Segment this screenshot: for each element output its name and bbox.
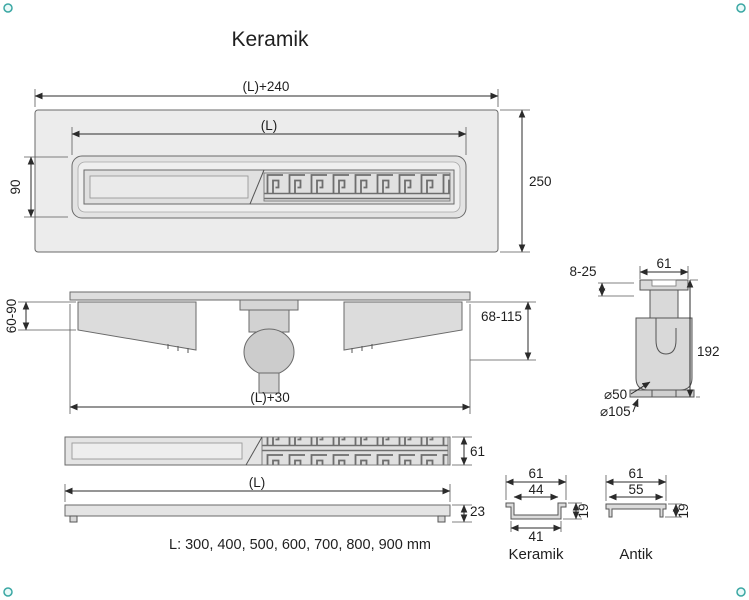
- dim-outlet-pipe: ⌀50: [604, 381, 651, 402]
- grate-meander-pattern: [263, 172, 451, 202]
- grate-plain-insert: [89, 175, 249, 199]
- corner-marker: [3, 587, 13, 597]
- outlet-pipe-lines: [651, 390, 677, 397]
- dim-label-overall-width: (L)+240: [243, 79, 290, 94]
- rail-foot-left: [69, 515, 78, 523]
- drain-collar: [239, 299, 299, 311]
- dim-label-outlet-top-width: 61: [656, 256, 671, 271]
- dim-label-tile-thickness: 8-25: [569, 264, 596, 279]
- dim-grate-height: 61: [452, 436, 485, 466]
- dim-label-rail-height: 23: [470, 504, 485, 519]
- left-wing-serration: [167, 344, 189, 353]
- rail-foot-right: [437, 515, 446, 523]
- dim-label-keramik-height: 19: [576, 503, 591, 518]
- corner-marker: [3, 3, 13, 13]
- dim-keramik-inner: 44: [513, 482, 559, 501]
- corner-markers: [3, 3, 746, 597]
- dim-antik-outer: 61: [605, 466, 667, 501]
- dim-top-overall: (L)+240: [34, 79, 499, 107]
- grate-front-split-line: [245, 436, 263, 466]
- top-view: (L)+240 (L) 90 250: [8, 79, 552, 253]
- dim-label-wing-depth: 60-90: [4, 299, 19, 334]
- antik-detail-label: Antik: [619, 546, 653, 563]
- dim-label-inner-width: (L): [261, 118, 278, 133]
- outlet-base-flange: [629, 389, 695, 398]
- right-wing: [343, 301, 463, 351]
- outlet-inlet-slot: [651, 279, 677, 287]
- dim-label-outlet-height: 192: [697, 344, 720, 359]
- dim-top-left: 90: [8, 156, 68, 218]
- dim-label-body-width: (L)+30: [250, 390, 289, 405]
- dim-outlet-tile: 8-25: [569, 264, 634, 297]
- dim-top-right: 250: [500, 109, 552, 253]
- outlet-view: 8-25 61 192 ⌀50: [569, 256, 719, 419]
- outlet-section-shape: [629, 279, 695, 398]
- outlet-siphon-wall: [655, 318, 677, 355]
- dim-outlet-top: 61: [639, 256, 689, 279]
- dim-label-antik-outer: 61: [628, 466, 643, 481]
- dim-label-base-diameter: ⌀105: [600, 404, 631, 419]
- detail-keramik: 61 44 19 41 Keramik: [505, 466, 591, 563]
- dim-label-keramik-outer: 61: [528, 466, 543, 481]
- install-top-plate: [69, 291, 471, 301]
- install-view: 60-90 68-115 (L)+30: [4, 291, 536, 414]
- dim-outlet-height: 192: [686, 279, 720, 398]
- dim-label-rail-length: (L): [249, 475, 266, 490]
- dim-label-keramik-base: 41: [528, 529, 543, 544]
- dim-antik-inner: 55: [608, 482, 664, 501]
- dim-label-antik-inner: 55: [628, 482, 643, 497]
- dim-install-right: 68-115: [466, 301, 536, 361]
- dim-label-install-depth: 68-115: [481, 309, 522, 324]
- right-wing-serration: [351, 344, 373, 353]
- left-wing: [77, 301, 197, 351]
- dim-rail-length: (L): [64, 475, 451, 502]
- dim-label-antik-height: 19: [676, 503, 691, 518]
- length-options-note: L: 300, 400, 500, 600, 700, 800, 900 mm: [169, 537, 431, 553]
- detail-antik: 61 55 19 Antik: [605, 466, 691, 563]
- dim-label-channel-height: 90: [8, 179, 23, 194]
- antik-profile-shape: [605, 503, 667, 518]
- grate-split-line: [249, 169, 265, 205]
- grate-front-plain-insert: [71, 442, 243, 460]
- dim-label-plate-height: 250: [529, 174, 552, 189]
- dim-label-keramik-inner: 44: [528, 482, 544, 497]
- dim-label-pipe-diameter: ⌀50: [604, 387, 627, 402]
- dim-install-bottom: (L)+30: [69, 304, 471, 414]
- dim-install-left: 60-90: [4, 299, 76, 334]
- dim-top-inner: (L): [71, 118, 467, 155]
- grate-front-meander: [261, 436, 449, 466]
- dim-label-grate-height: 61: [470, 444, 485, 459]
- dim-keramik-outer: 61: [505, 466, 567, 500]
- siphon: [243, 328, 295, 376]
- dim-keramik-base: 41: [510, 521, 562, 544]
- keramik-detail-label: Keramik: [508, 546, 564, 563]
- rail-bar: [64, 504, 451, 517]
- dim-keramik-height: 19: [563, 502, 591, 520]
- dim-rail-height: 23: [452, 504, 485, 523]
- outlet-neck: [649, 289, 679, 319]
- dim-outlet-base: ⌀105: [600, 398, 639, 419]
- corner-marker: [736, 587, 746, 597]
- rail-view: (L) 23 L: 300, 400, 500, 600, 700, 800, …: [64, 475, 485, 553]
- dim-antik-height: 19: [665, 503, 691, 519]
- keramik-profile-shape: [505, 502, 567, 520]
- outlet-stub: [258, 372, 280, 394]
- grate-view: 61: [64, 436, 485, 466]
- corner-marker: [736, 3, 746, 13]
- page-title: Keramik: [231, 28, 309, 51]
